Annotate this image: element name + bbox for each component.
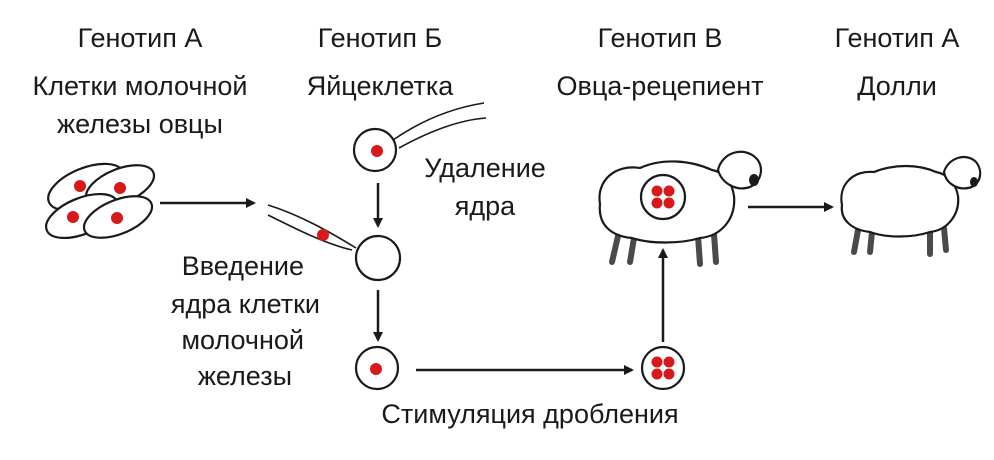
egg-nucleus (371, 145, 383, 157)
col1-title-line1: Клетки молочной (32, 71, 248, 101)
mammary-nuclei (67, 180, 126, 224)
insertion-label-line1: Введение (181, 251, 304, 281)
nucleus (67, 211, 79, 223)
col3-genotype: Генотип В (597, 23, 723, 53)
insertion-label-line2: ядра клетки (170, 289, 320, 319)
insertion-label-line3: молочной (181, 325, 304, 355)
col4-genotype: Генотип А (834, 23, 960, 53)
nucleus (114, 182, 126, 194)
removal-label-line1: Удаление (424, 153, 546, 183)
recipient-sheep (609, 231, 719, 267)
nucleus (111, 212, 123, 224)
cleavage-label: Стимуляция дробления (381, 399, 679, 429)
col3-title: Овца-рецепиент (556, 71, 764, 101)
removal-label-line2: ядра (454, 191, 516, 221)
mammary-cells-group (45, 162, 156, 240)
nucleus (74, 180, 86, 192)
embryo-blastomeres (651, 356, 675, 380)
col4-title: Долли (857, 71, 937, 101)
recipient-uterus (639, 173, 687, 221)
col1-genotype: Генотип А (77, 23, 203, 53)
col2-title: Яйцеклетка (306, 71, 454, 101)
zygote-nucleus (370, 363, 382, 375)
embryo (640, 345, 686, 391)
pipette-removal (392, 102, 487, 149)
pipette-injection (267, 204, 357, 251)
col1-title-line2: железы овцы (57, 109, 223, 139)
dolly-sheep (851, 225, 949, 257)
enucleated-egg (354, 234, 402, 282)
recipient-embryo-cells (651, 185, 675, 209)
col2-genotype: Генотип Б (317, 23, 443, 53)
dolly-sheep-body (840, 164, 960, 238)
injected-nucleus (317, 229, 329, 241)
insertion-label-line4: железы (197, 361, 292, 391)
